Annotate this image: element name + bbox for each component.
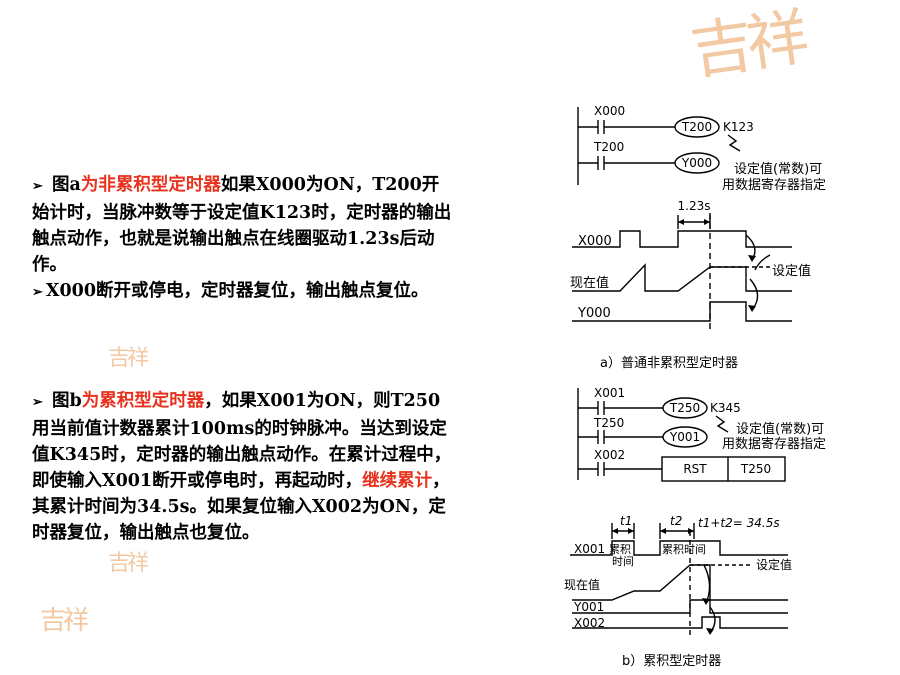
- para1-highlight: 为非累积型定时器: [80, 175, 221, 195]
- paragraph-non-accumulating: ➢ 图a为非累积型定时器如果X000为ON，T200开始计时，当脉冲数等于设定值…: [32, 172, 452, 306]
- dia-b-rst: RST: [683, 462, 707, 476]
- bullet-arrow-icon: ➢: [32, 395, 43, 410]
- dia-b-tsum: t1+t2= 34.5s: [698, 516, 780, 530]
- dia-b-note-line2: 用数据寄存器指定: [722, 436, 826, 452]
- dia-b-sig-x002: X002: [574, 616, 605, 630]
- dia-b-coil1: T250: [669, 401, 700, 415]
- dia-a-sig-current: 现在值: [570, 275, 609, 291]
- decorative-seal-top-right: 吉祥: [686, 0, 808, 89]
- dia-b-acc1b: 时间: [612, 555, 634, 568]
- dia-b-rst-target: T250: [740, 462, 771, 476]
- dia-a-coil1: T200: [681, 120, 712, 134]
- para3-highlight-1: 为累积型定时器: [81, 391, 205, 411]
- dia-b-sig-x001: X001: [574, 542, 605, 556]
- timer-diagrams: X000 T200 K123 T200 Y000 设定值(常数)可 用数据寄存器…: [564, 104, 826, 669]
- background-dash-row: [0, 30, 900, 48]
- dia-b-acc1a: 累积: [609, 543, 631, 556]
- para3-prefix: 图b: [45, 391, 82, 411]
- dia-b-sig-current: 现在值: [564, 577, 600, 592]
- dia-b-caption: b）累积型定时器: [622, 654, 721, 669]
- decorative-seal-small: 吉祥: [108, 551, 149, 576]
- dia-a-coil2: Y000: [681, 156, 712, 170]
- background-dash-row: [0, 595, 900, 613]
- dia-b-t2: t2: [670, 514, 682, 528]
- dia-a-caption: a）普通非累积型定时器: [600, 356, 738, 371]
- dia-b-coil2: Y001: [669, 430, 700, 444]
- background-dash-row: [0, 345, 900, 363]
- background-dash-row: [0, 655, 900, 673]
- dia-b-sig-y001: Y001: [573, 600, 604, 614]
- dia-a-const1: K123: [723, 120, 754, 134]
- para1-body: 如果X000为ON，T200开始计时，当脉冲数等于设定值K123时，定时器的输出…: [32, 175, 452, 275]
- para2-body: X000断开或停电，定时器复位，输出触点复位。: [45, 281, 429, 301]
- decorative-seal-small: 吉祥: [108, 346, 149, 371]
- para3-body: ，其累计时间为34.5s。如果复位输入X002为ON，定时器复位，输出触点也复位…: [32, 471, 450, 543]
- bullet-arrow-icon: ➢: [32, 179, 43, 194]
- dia-b-contact3: X002: [594, 448, 625, 462]
- bullet-arrow-icon: ➢: [32, 285, 43, 300]
- dia-a-set-label: 设定值: [772, 263, 811, 279]
- paragraph-accumulating: ➢ 图b为累积型定时器，如果X001为ON，则T250用当前值计数器累计100m…: [32, 388, 452, 546]
- dia-b-set-label: 设定值: [756, 557, 792, 572]
- dia-a-time: 1.23s: [678, 199, 711, 213]
- para3-middle: ，如果X001为ON，则T250用当前值计数器累计100ms的时钟脉冲。当达到设…: [32, 391, 452, 491]
- dia-a-contact1: X000: [594, 104, 625, 118]
- dia-b-acc2: 累积时间: [662, 543, 706, 556]
- dia-a-contact2: T200: [593, 140, 624, 154]
- dia-b-const1: K345: [710, 401, 741, 415]
- decorative-seal-small: 吉祥: [40, 606, 89, 636]
- para3-highlight-2: 继续累计: [362, 471, 433, 491]
- dia-b-contact1: X001: [594, 386, 625, 400]
- dia-b-note-line1: 设定值(常数)可: [736, 421, 824, 437]
- dia-b-contact2: T250: [593, 416, 624, 430]
- dia-a-sig-y000: Y000: [577, 306, 611, 321]
- dia-a-note-line1: 设定值(常数)可: [734, 161, 822, 177]
- dia-a-sig-x000: X000: [578, 234, 612, 249]
- para1-prefix: 图a: [45, 175, 81, 195]
- dia-a-note-line2: 用数据寄存器指定: [722, 177, 826, 193]
- dia-b-t1: t1: [620, 514, 632, 528]
